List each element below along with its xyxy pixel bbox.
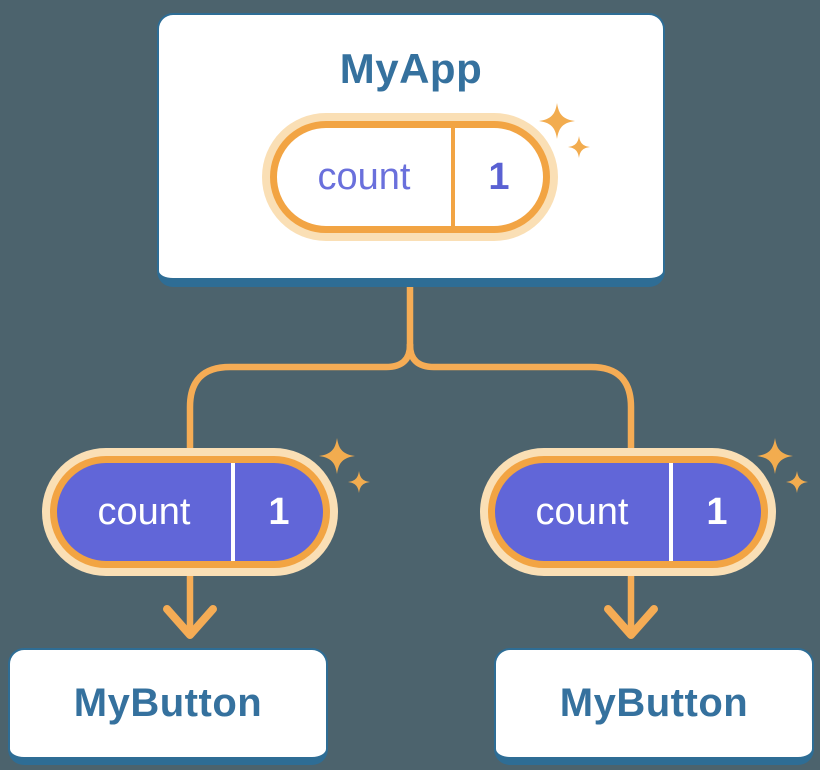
root-state-pill: count 1 [262, 103, 590, 241]
connector-branch-left [186, 341, 414, 632]
state-pill-value: 1 [488, 155, 510, 198]
prop-pill-body: count 1 [488, 456, 768, 568]
state-pill-body: count 1 [270, 121, 550, 233]
prop-pill-divider [669, 463, 673, 561]
connector-branch-right [406, 341, 635, 632]
prop-pill-halo: count 1 [42, 448, 338, 576]
child-component-title-left: MyButton [73, 681, 263, 725]
prop-pill-halo: count 1 [480, 448, 776, 576]
prop-pill-right: count 1 [480, 438, 808, 576]
prop-pill-divider [231, 463, 235, 561]
prop-pill-value: 1 [706, 490, 728, 533]
child-component-card-right: MyButton [494, 648, 814, 765]
sparkle-icon-large [539, 103, 575, 139]
prop-pill-value: 1 [268, 490, 290, 533]
down-arrow-left-icon [163, 605, 217, 639]
sparkle-icon-small [348, 471, 370, 493]
state-pill-key: count [317, 155, 411, 198]
sparkle-icon-large [757, 438, 793, 474]
root-component-title: MyApp [339, 45, 483, 92]
prop-pill-key: count [535, 490, 629, 533]
sparkle-icon-small [786, 471, 808, 493]
down-arrow-right-icon [604, 605, 658, 639]
sparkle-icon-small [568, 136, 590, 158]
child-component-card-left: MyButton [8, 648, 328, 765]
prop-pill-body: count 1 [50, 456, 330, 568]
state-pill-divider [451, 128, 455, 226]
sparkle-icon-large [319, 438, 355, 474]
state-pill-halo: count 1 [262, 113, 558, 241]
prop-pill-key: count [97, 490, 191, 533]
prop-pill-left: count 1 [42, 438, 370, 576]
child-component-title-right: MyButton [559, 681, 749, 725]
